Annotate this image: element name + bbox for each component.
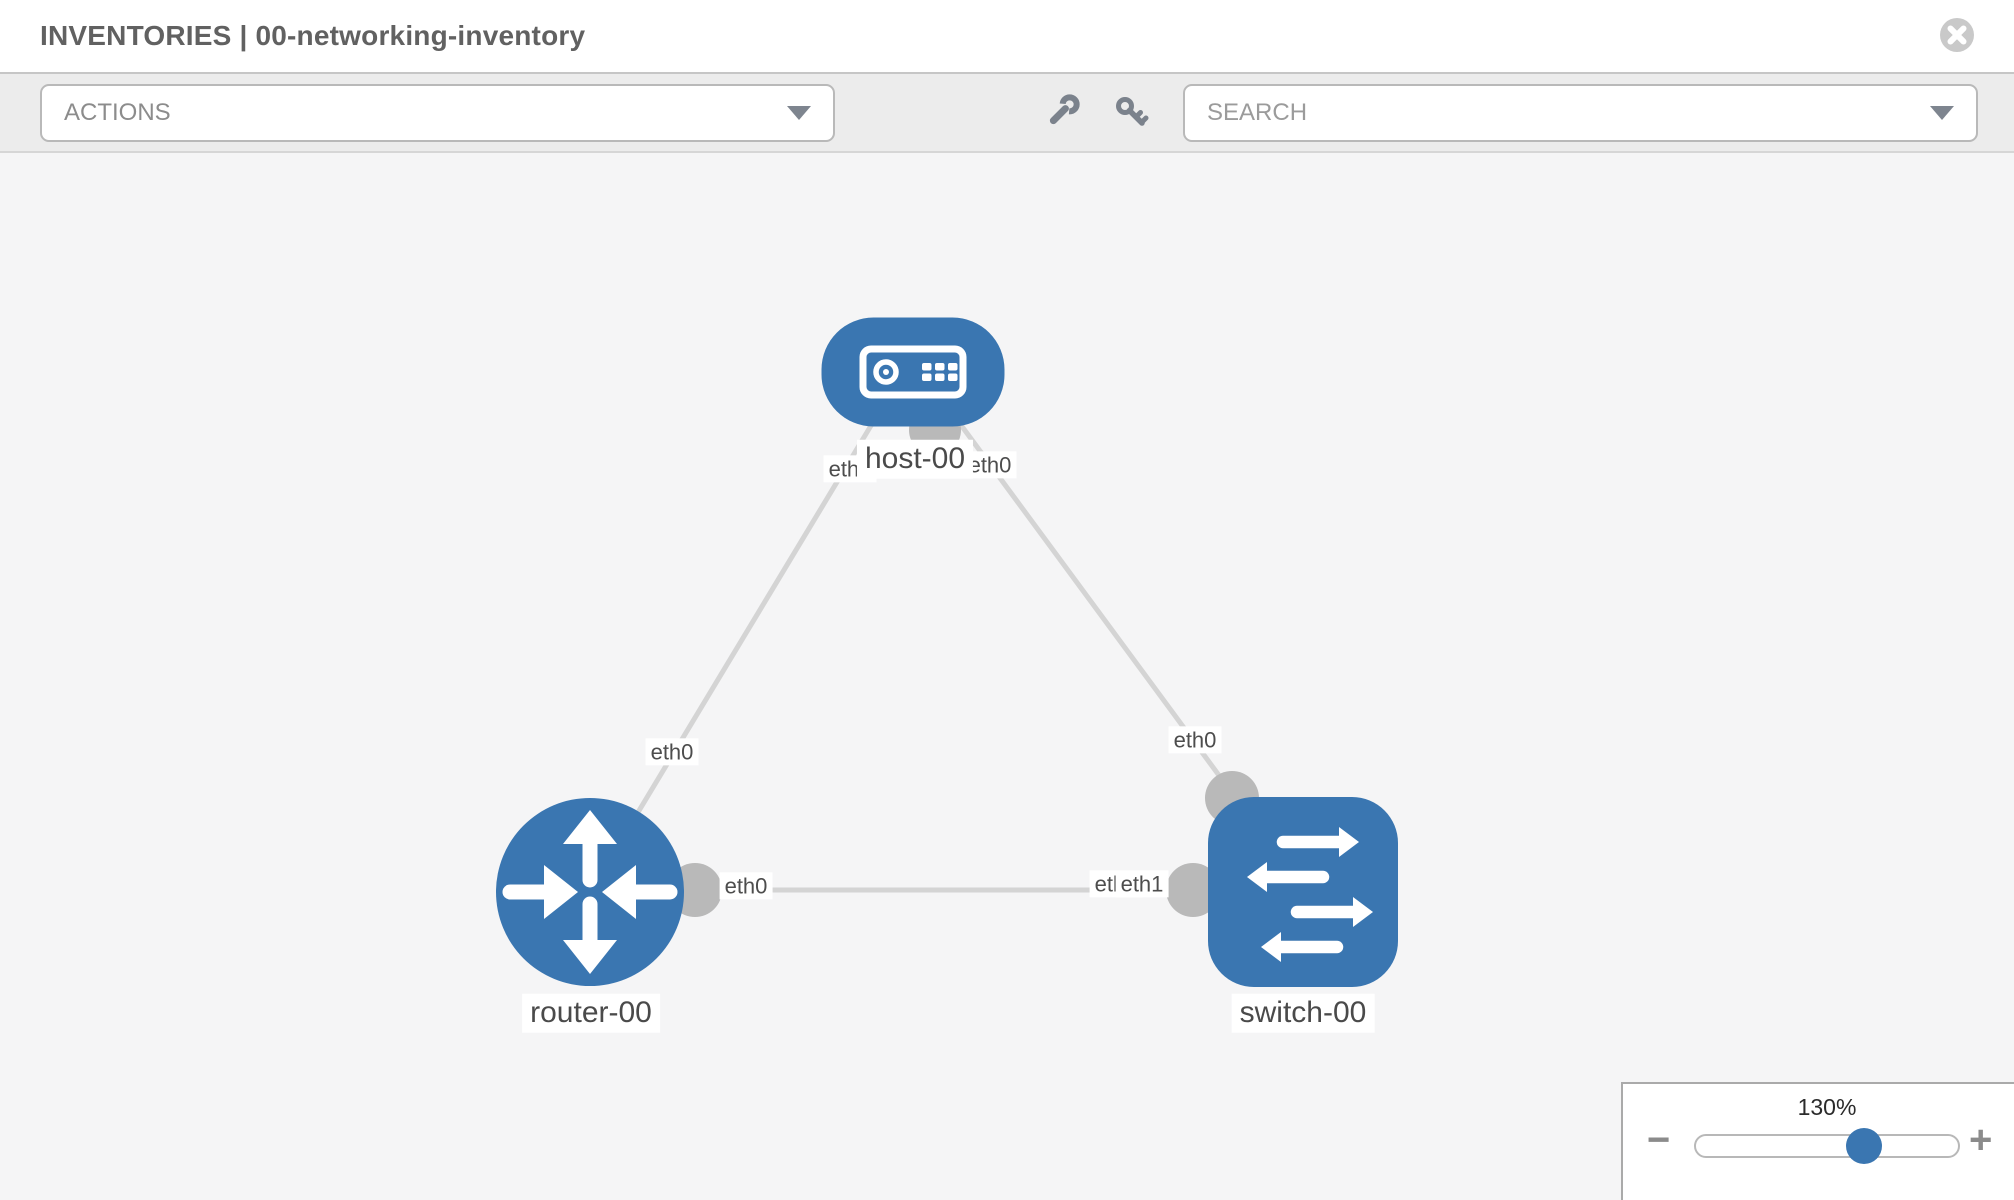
zoom-slider-thumb[interactable] — [1845, 1128, 1882, 1164]
zoom-slider-track[interactable] — [1694, 1128, 1960, 1164]
page-title: INVENTORIES | 00-networking-inventory — [40, 20, 586, 51]
node-switch-00[interactable] — [1208, 797, 1398, 987]
toolbar: ACTIONS SEARCH — [0, 72, 2014, 153]
caret-down-icon — [787, 106, 811, 120]
host-icon — [859, 345, 967, 399]
search-placeholder: SEARCH — [1207, 99, 1308, 126]
actions-dropdown-label: ACTIONS — [64, 99, 171, 126]
topology-canvas[interactable] — [0, 153, 2014, 1200]
wrench-icon — [1049, 94, 1080, 125]
node-host-00[interactable] — [821, 317, 1005, 427]
router-icon — [502, 810, 678, 974]
caret-down-icon — [1930, 106, 1954, 120]
key-button[interactable] — [1108, 89, 1156, 137]
close-icon — [1940, 18, 1974, 52]
switch-icon — [1247, 827, 1373, 962]
actions-dropdown[interactable]: ACTIONS — [40, 84, 835, 142]
search-dropdown[interactable]: SEARCH — [1183, 84, 1978, 142]
zoom-panel: 130% − + — [1621, 1082, 2014, 1200]
link-router-00-host-00 — [587, 401, 887, 895]
port-connector — [1166, 863, 1220, 917]
zoom-in-button[interactable]: + — [1969, 1118, 1993, 1162]
zoom-out-button[interactable]: − — [1647, 1118, 1671, 1162]
key-icon — [1116, 97, 1149, 126]
wrench-button[interactable] — [1040, 89, 1088, 137]
node-router-00[interactable] — [496, 798, 684, 986]
header: INVENTORIES | 00-networking-inventory — [0, 0, 2014, 72]
zoom-level-value: 130% — [1797, 1094, 1857, 1120]
link-host-00-switch-00 — [941, 399, 1246, 811]
close-button[interactable] — [1939, 17, 1975, 53]
